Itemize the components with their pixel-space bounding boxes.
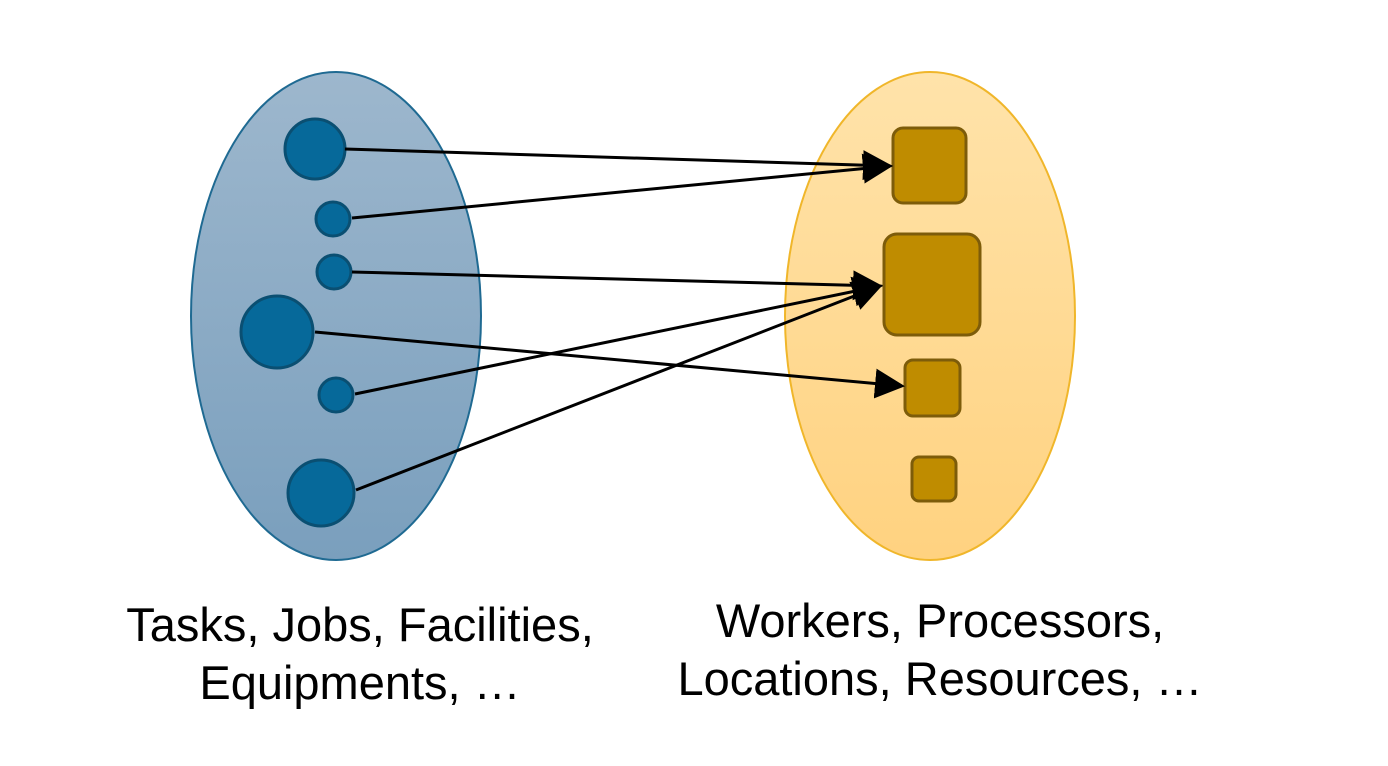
square-3 [903,358,962,418]
arrow-circle4-to-square3 [314,330,905,399]
circle-2 [314,200,352,238]
arrow-circle3-to-square2 [351,270,883,301]
left-caption-line2: Equipments, … [199,656,521,709]
circle-1 [283,117,347,181]
arrow-circle6-to-square2 [355,281,883,492]
left-caption-line1: Tasks, Jobs, Facilities, [126,598,594,651]
right-caption-line1: Workers, Processors, [715,594,1165,647]
right-set-caption: Workers, Processors, Locations, Resource… [640,592,1240,708]
right-caption-line2: Locations, Resources, … [677,652,1203,705]
arrow-circle1-to-square1 [344,147,893,181]
circle-4 [239,294,315,370]
circle-5 [317,376,355,414]
circle-6 [286,458,356,528]
square-2 [882,232,982,337]
arrow-circle5-to-square2 [354,276,883,396]
square-4 [910,455,958,503]
left-set-ellipse [190,71,482,561]
arrow-circle2-to-square1 [351,153,893,220]
circle-3 [315,253,353,291]
left-set-caption: Tasks, Jobs, Facilities, Equipments, … [60,596,660,712]
square-1 [891,126,968,205]
